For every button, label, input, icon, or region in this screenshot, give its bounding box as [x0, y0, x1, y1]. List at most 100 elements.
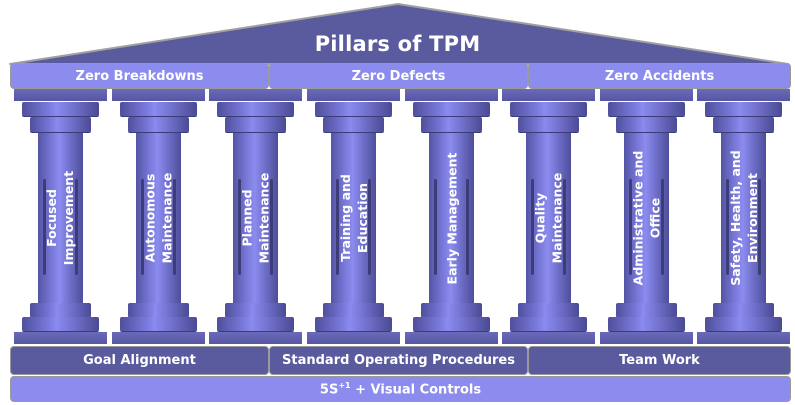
pillar-label-line: Early Management [444, 152, 459, 284]
pillar-label-line: Administrative and [630, 150, 646, 286]
pillar-base-upper [713, 303, 774, 317]
pillar-capital-lower [225, 117, 286, 132]
pillar-base-lower [22, 317, 99, 331]
foundation-goal-alignment: Goal Alignment [10, 346, 269, 375]
goal-zero-defects: Zero Defects [269, 63, 528, 89]
pillar-label-line: Office [647, 197, 663, 239]
pillar-groove-right [758, 179, 761, 275]
pillar-base-upper [421, 303, 482, 317]
pillar-top-slab [600, 89, 693, 101]
pillar-capital-lower [518, 117, 579, 132]
pillar-groove-left [434, 179, 437, 275]
pillar-label-line: Planned [239, 189, 255, 247]
foundation-label: Goal Alignment [83, 353, 196, 368]
pillar-groove-left [726, 179, 729, 275]
base-label: 5S+1 + Visual Controls [320, 381, 481, 397]
pillar-plinth [600, 332, 693, 344]
pillar-capital-lower [713, 117, 774, 132]
diagram-title: Pillars of TPM [314, 32, 481, 56]
pillar-label: Early Management [429, 133, 474, 303]
pillar-plinth [307, 332, 400, 344]
pillar-groove-left [629, 179, 632, 275]
pillar-groove-left [336, 179, 339, 275]
pillar-plinth [405, 332, 498, 344]
pillar-base-upper [225, 303, 286, 317]
pillar-capital-lower [323, 117, 384, 132]
pillar-capital-lower [421, 117, 482, 132]
pillar-label-line: Maintenance [549, 172, 565, 264]
pillar-capital-upper [120, 102, 197, 116]
pillar-base-lower [608, 317, 685, 331]
base-main: 5S [319, 382, 339, 398]
base-rest: + Visual Controls [350, 382, 482, 398]
pillar-groove-right [368, 179, 371, 275]
foundation-standard-operating-procedures: Standard Operating Procedures [269, 346, 528, 375]
pillar-base-lower [510, 317, 587, 331]
pillar-capital-lower [128, 117, 189, 132]
base-5s-visual-controls: 5S+1 + Visual Controls [10, 376, 791, 402]
pillar-capital-lower [30, 117, 91, 132]
pillar-capital-upper [510, 102, 587, 116]
pillar-groove-left [141, 179, 144, 275]
pillar-groove-right [270, 179, 273, 275]
pillar-base-upper [616, 303, 677, 317]
pillar-base-lower [217, 317, 294, 331]
pillar-groove-left [238, 179, 241, 275]
pillar-base-lower [315, 317, 392, 331]
pillar-capital-lower [616, 117, 677, 132]
pillar-label-line: Focused [44, 189, 60, 247]
pillar-groove-left [531, 179, 534, 275]
pillar-label-line: Maintenance [256, 172, 272, 264]
pillar-label-line: Training and [337, 174, 353, 262]
pillar-groove-right [466, 179, 469, 275]
pillar-label-line: Improvement [61, 170, 77, 266]
pillar-plinth [14, 332, 107, 344]
pillar-top-slab [14, 89, 107, 101]
pillar-top-slab [112, 89, 205, 101]
foundation-label: Team Work [619, 353, 700, 368]
pillar-groove-right [661, 179, 664, 275]
foundation-label: Standard Operating Procedures [282, 353, 515, 368]
goal-zero-breakdowns: Zero Breakdowns [10, 63, 269, 89]
pillar-label-line: Safety, Health, and [727, 150, 743, 286]
pillar-plinth [502, 332, 595, 344]
pillar-plinth [112, 332, 205, 344]
pillar-top-slab [307, 89, 400, 101]
pillar-top-slab [209, 89, 302, 101]
goal-label: Zero Breakdowns [75, 68, 204, 84]
goal-zero-accidents: Zero Accidents [528, 63, 791, 89]
pillar-top-slab [405, 89, 498, 101]
foundation-team-work: Team Work [528, 346, 791, 375]
pillar-capital-upper [608, 102, 685, 116]
pillar-groove-left [43, 179, 46, 275]
pillar-label-text: Early Management [443, 152, 460, 284]
pillar-groove-right [173, 179, 176, 275]
goal-label: Zero Accidents [604, 68, 715, 84]
pillar-label-line: Quality [532, 192, 548, 244]
pillar-base-upper [323, 303, 384, 317]
pillar-capital-upper [413, 102, 490, 116]
pillar-base-lower [705, 317, 782, 331]
pillar-capital-upper [217, 102, 294, 116]
pillar-base-upper [30, 303, 91, 317]
pillar-top-slab [697, 89, 790, 101]
pillar-base-upper [128, 303, 189, 317]
